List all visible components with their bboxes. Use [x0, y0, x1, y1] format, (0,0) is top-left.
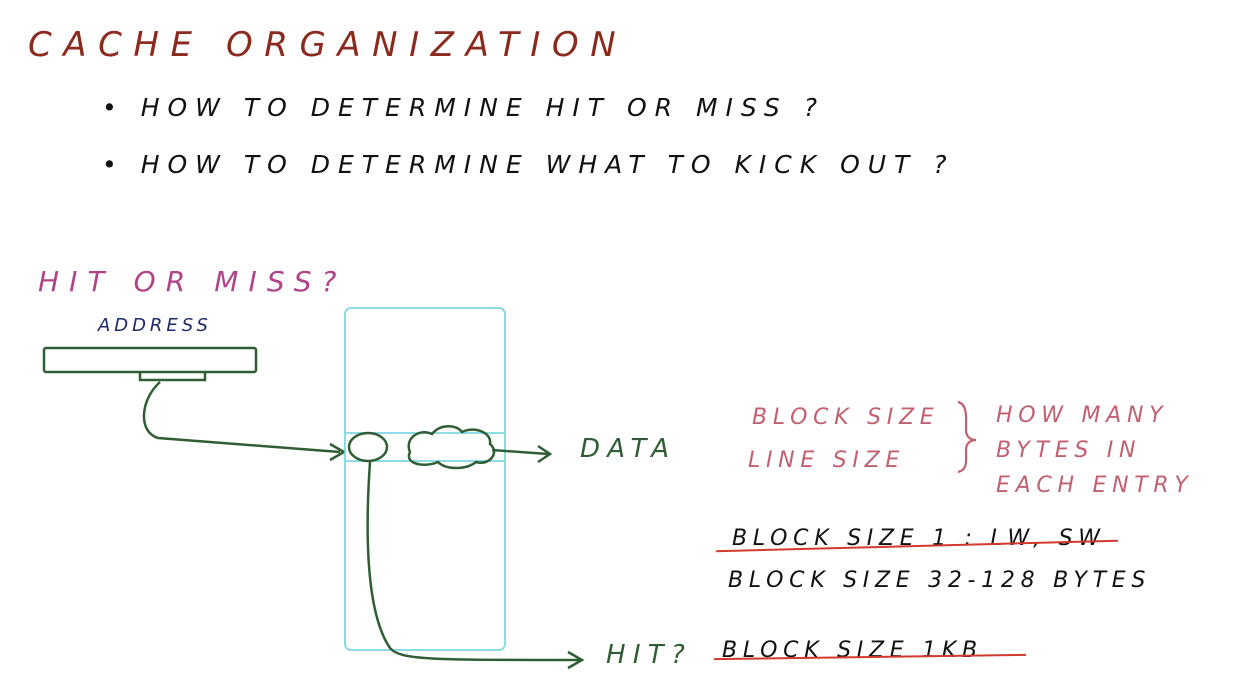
bullet-kick-out: • HOW TO DETERMINE WHAT TO KICK OUT ? — [102, 150, 955, 179]
data-label: DATA — [580, 434, 677, 464]
cache-box — [344, 307, 506, 651]
data-field — [407, 425, 496, 470]
data-arrow — [491, 448, 549, 456]
hit-arrow — [366, 461, 581, 662]
bytes-per-entry-note: HOW MANY BYTES IN EACH ENTRY — [996, 398, 1194, 504]
tag-field — [347, 431, 389, 463]
index-arrow — [142, 381, 341, 454]
hit-arrow-head — [567, 650, 585, 670]
index-arrow-head — [329, 442, 347, 462]
brace — [957, 400, 977, 474]
note-line-3: EACH ENTRY — [996, 473, 1194, 499]
block-size-label: BLOCK SIZE — [752, 405, 940, 430]
note-line-2: BYTES IN — [996, 438, 1142, 464]
slide-title: CACHE ORGANIZATION — [28, 25, 628, 65]
hit-label: HIT? — [606, 640, 693, 670]
data-arrow-head — [537, 444, 553, 464]
bullet-hit-or-miss: • HOW TO DETERMINE HIT OR MISS ? — [102, 93, 825, 122]
address-index-bracket — [138, 372, 207, 382]
line-size-label: LINE SIZE — [748, 448, 906, 473]
address-label: ADDRESS — [98, 315, 212, 336]
diagram-heading: HIT OR MISS? — [38, 265, 347, 298]
block-size-range: BLOCK SIZE 32-128 BYTES — [728, 568, 1152, 593]
address-bar — [42, 346, 258, 374]
note-line-1: HOW MANY — [996, 403, 1169, 428]
